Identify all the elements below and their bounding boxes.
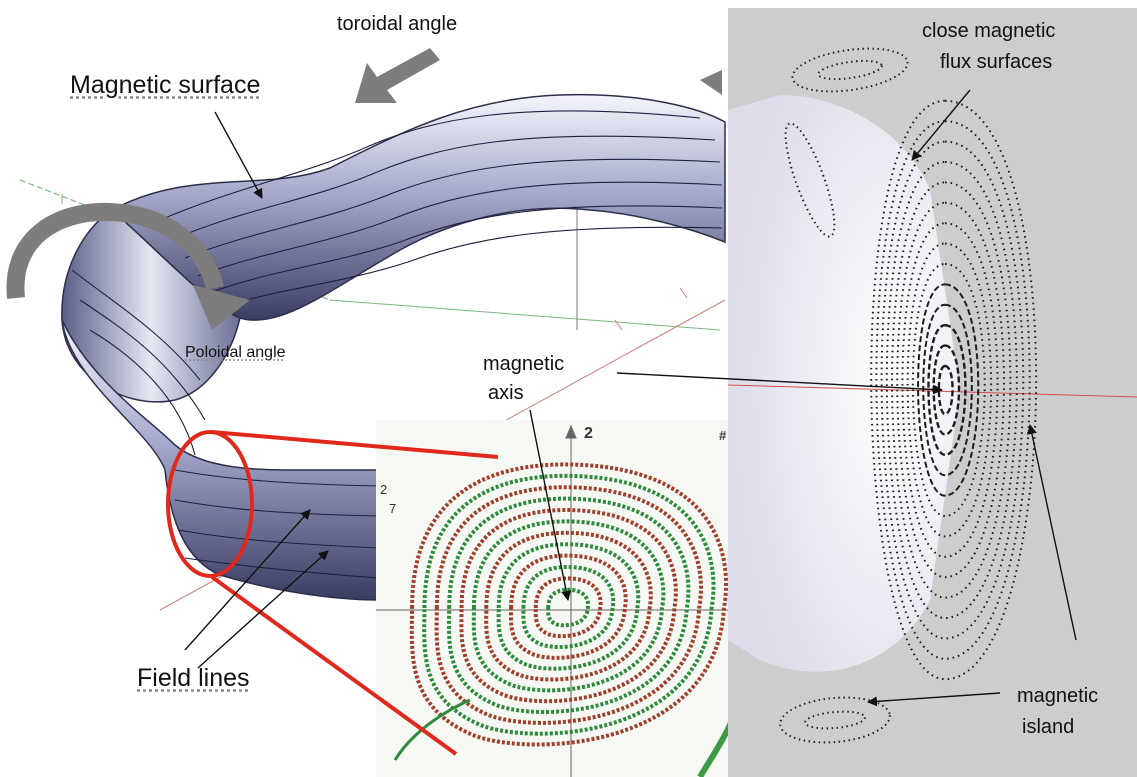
- magnetic-surface-label: Magnetic surface: [70, 71, 261, 99]
- flux-ring-green: [409, 462, 728, 747]
- magnetic-island-label-line2: island: [1022, 716, 1075, 738]
- magnetic-axis-label-line2: axis: [488, 382, 524, 404]
- flux-ring-green: [434, 485, 703, 725]
- flux-ring-dotted: [917, 283, 980, 497]
- inset-corner-mark: #: [719, 428, 727, 443]
- inset-left-tick-b: 7: [389, 501, 397, 516]
- flux-ring-green: [521, 565, 616, 649]
- flux-ring-green: [484, 530, 653, 682]
- flux-ring-green: [459, 508, 678, 704]
- toroidal-angle-label: toroidal angle: [337, 13, 458, 35]
- flux-ring-dotted: [901, 222, 999, 558]
- flux-ring-dotted: [911, 262, 986, 518]
- flux-ring-dotted: [932, 344, 961, 436]
- flux-ring-dotted: [896, 201, 1005, 579]
- pointer-lines: [184, 89, 1077, 707]
- flux-ring-dotted: [875, 120, 1031, 660]
- field-lines-label: Field lines: [137, 664, 250, 692]
- magnetic-surface-ribbon: [61, 93, 726, 601]
- inset-top-tick: 2: [584, 425, 593, 442]
- poincare-gray-panel: [727, 8, 1137, 777]
- flux-ring-green: [533, 576, 603, 639]
- close-surfaces-label-line1: close magnetic: [922, 20, 1056, 42]
- inset-poincare-green: [376, 420, 739, 777]
- poloidal-angle-arrow: [6, 202, 250, 330]
- flux-ring-green: [471, 519, 666, 693]
- close-surfaces-label-line2: flux surfaces: [940, 51, 1053, 73]
- flux-ring-green: [496, 542, 641, 671]
- flux-ring-dotted: [937, 364, 954, 416]
- flux-ring-dotted: [906, 242, 993, 538]
- inset-left-tick-a: 2: [380, 482, 388, 497]
- zoom-lens: [166, 430, 499, 756]
- toroidal-angle-arrow: [355, 48, 722, 103]
- magnetic-island-label-line1: magnetic: [1017, 685, 1099, 707]
- magnetic-axis-label-line1: magnetic: [483, 353, 565, 375]
- flux-ring-green: [508, 553, 628, 660]
- flux-ring-green: [422, 473, 716, 736]
- poloidal-angle-label: Poloidal angle: [185, 344, 286, 361]
- flux-ring-green: [546, 587, 591, 628]
- flux-ring-dotted: [927, 323, 967, 457]
- flux-ring-dotted: [922, 303, 973, 477]
